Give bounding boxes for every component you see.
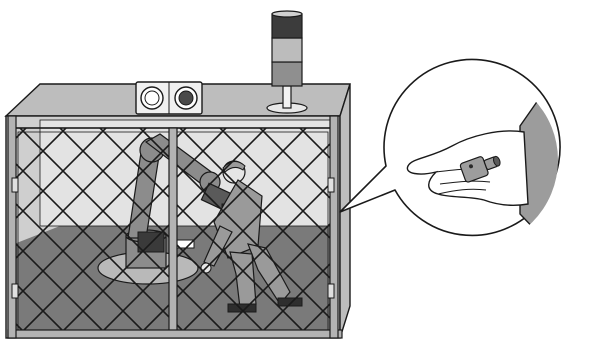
fence-hinge xyxy=(328,178,334,192)
hand-holding-part-callout xyxy=(340,59,598,262)
tower-light-top xyxy=(272,14,302,38)
fence-post-left xyxy=(8,116,16,338)
fence-hinge xyxy=(328,284,334,298)
fence-center-post xyxy=(169,128,177,334)
tower-pole xyxy=(283,86,291,108)
fence-hinge xyxy=(12,284,18,298)
fence-hinge xyxy=(12,178,18,192)
tower-light-bottom xyxy=(272,62,302,86)
tower-light-middle xyxy=(272,38,302,62)
area-sensor-icon xyxy=(136,82,202,114)
fence-bottom-rail xyxy=(8,330,342,338)
fence-post-right xyxy=(330,116,338,338)
